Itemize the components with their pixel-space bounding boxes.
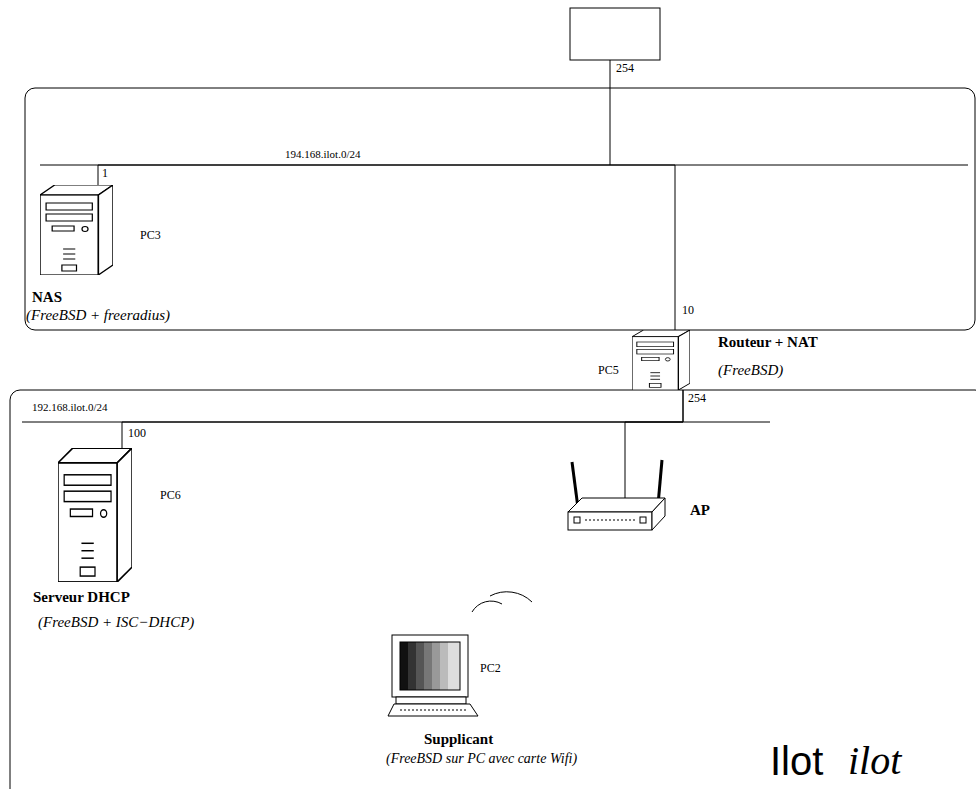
external-drop-line bbox=[610, 60, 611, 165]
server-node: PC6Serveur DHCP(FreeBSD + ISC−DHCP) bbox=[58, 448, 132, 582]
access-point-node: AP bbox=[568, 498, 665, 532]
software-note: (FreeBSD + freeradius) bbox=[26, 307, 170, 324]
ilot-title: Ilot bbox=[770, 738, 823, 784]
server-node: PC3NAS(FreeBSD + freeradius) bbox=[40, 185, 113, 275]
pc6-tower-icon bbox=[58, 448, 132, 582]
ilot-title: ilot bbox=[848, 738, 901, 784]
interface-number: 100 bbox=[128, 427, 146, 441]
pc3-tower-icon bbox=[40, 185, 113, 275]
host-name: PC2 bbox=[480, 662, 501, 676]
subnet-label: 192.168.ilot.0/24 bbox=[32, 401, 107, 414]
client-node: PC2Supplicant(FreeBSD sur PC avec carte … bbox=[388, 635, 478, 717]
software-note: (FreeBSD sur PC avec carte Wifi) bbox=[386, 751, 577, 767]
pc5-tower-icon bbox=[632, 330, 690, 390]
wifi-wave bbox=[472, 601, 502, 612]
wifi-wave bbox=[490, 592, 532, 602]
network-link bbox=[122, 390, 683, 448]
subnet-label: 194.168.ilot.0/24 bbox=[285, 148, 360, 161]
role-title: Supplicant bbox=[424, 731, 493, 748]
role-title: Routeur + NAT bbox=[718, 334, 818, 351]
supplicant-pc-icon bbox=[388, 635, 478, 716]
software-note: (FreeBSD + ISC−DHCP) bbox=[38, 614, 194, 631]
role-title: Serveur DHCP bbox=[33, 589, 130, 606]
external-box bbox=[570, 8, 660, 60]
network-link bbox=[98, 165, 675, 330]
host-name: PC6 bbox=[160, 489, 181, 503]
ilot-upper-region bbox=[25, 88, 975, 330]
role-title: AP bbox=[690, 502, 710, 519]
host-name: PC3 bbox=[140, 229, 161, 243]
interface-number: 1 bbox=[102, 167, 108, 181]
ilot-lower-region bbox=[10, 390, 976, 789]
access-point-icon bbox=[568, 460, 665, 530]
interface-number: 254 bbox=[616, 62, 634, 76]
interface-number: 254 bbox=[688, 392, 706, 406]
role-title: NAS bbox=[32, 289, 62, 306]
software-note: (FreeBSD) bbox=[718, 362, 783, 379]
network-link bbox=[625, 390, 683, 498]
host-name: PC5 bbox=[598, 364, 619, 378]
router-node: PC5Routeur + NAT(FreeBSD) bbox=[632, 330, 690, 390]
interface-number: 10 bbox=[682, 304, 694, 318]
